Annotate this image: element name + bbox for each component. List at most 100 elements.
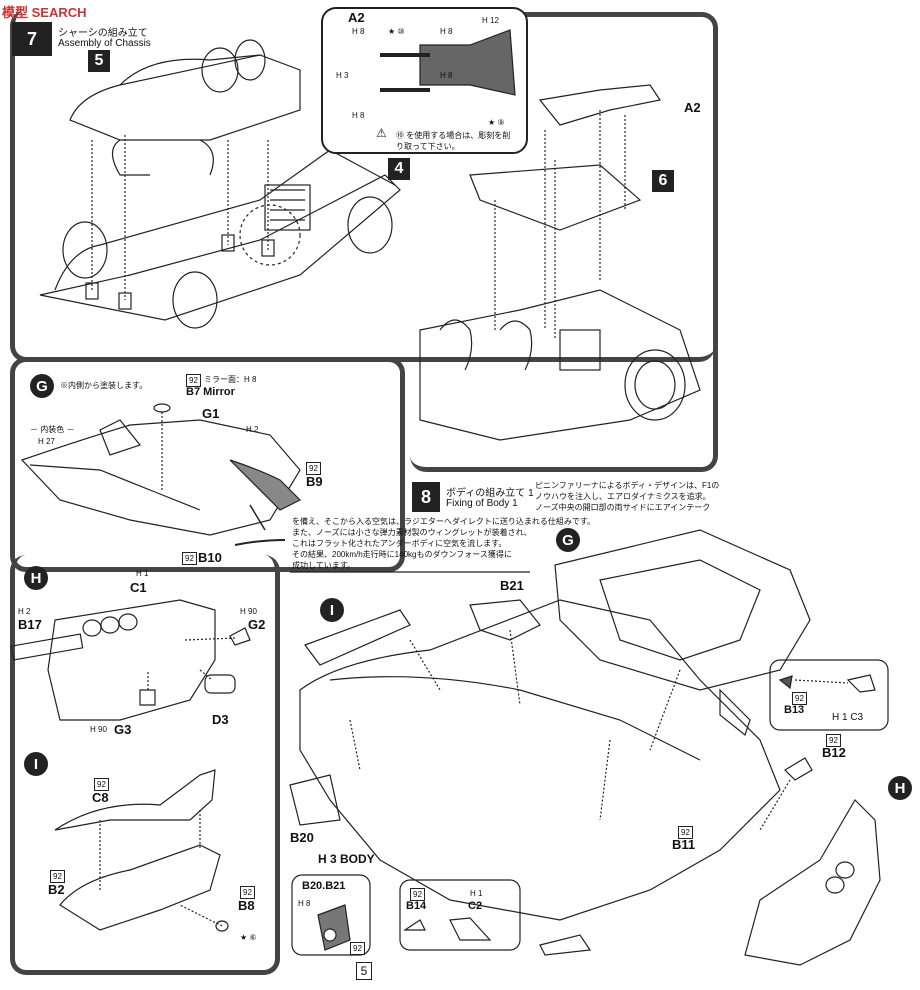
b21-part <box>469 599 541 641</box>
callout-6: 6 <box>652 170 674 192</box>
b17-plate <box>10 633 84 661</box>
c8-code: 92 <box>94 778 109 791</box>
cockpit-tub <box>69 54 301 141</box>
callout-4: 4 <box>388 158 410 180</box>
paint-h3: H 3 <box>336 71 349 80</box>
c8-part <box>54 769 216 831</box>
rear-chassis <box>419 289 701 441</box>
b12-code: 92 <box>826 734 841 747</box>
mirror-text: ミラー面：H 8 <box>204 375 257 384</box>
step8-callout-i: I <box>320 598 344 622</box>
section-i-marker: I <box>24 752 48 776</box>
rear-wheel <box>624 349 686 421</box>
paint-h8-b: H 8 <box>440 27 453 36</box>
b20-part <box>289 774 341 826</box>
star6: ★ ⑥ <box>240 933 257 942</box>
step8-desc-2: ノーズ中央の開口部の両サイドにエアインテーク <box>535 503 711 512</box>
b8-code: 92 <box>240 886 255 899</box>
step6-frame <box>410 12 718 472</box>
b11-code: 92 <box>678 826 693 839</box>
step8-desc-6: その結果、200km/h走行時に140kgものダウンフォース獲得に <box>292 550 512 559</box>
b9-label: B9 <box>306 474 323 489</box>
step8-callout-h: H <box>888 776 912 800</box>
b20-b21-inset-title: B20.B21 <box>302 880 346 892</box>
step8-callout-g: G <box>556 528 580 552</box>
inset-92: 92 <box>350 942 365 955</box>
step8-number: 8 <box>412 482 440 512</box>
engine-block <box>264 184 311 231</box>
c2-code: H 1 <box>470 889 483 898</box>
star10-a: ★ ⑩ <box>388 27 405 36</box>
g2-part <box>229 627 251 646</box>
b2-part <box>59 844 221 931</box>
i-part <box>304 609 411 666</box>
b11-label: B11 <box>672 837 696 852</box>
b14-c2-inset-box <box>399 879 521 951</box>
b14-label: B14 <box>406 900 427 912</box>
step7-title-en: Assembly of Chassis <box>58 38 151 49</box>
car-body <box>299 599 781 921</box>
step8-title-en: Fixing of Body 1 <box>446 498 518 509</box>
c1-label: C1 <box>130 580 147 595</box>
star9: ★ ⑨ <box>488 118 505 127</box>
g3-code: H 90 <box>90 725 107 734</box>
h-rear-part <box>744 799 881 966</box>
engine-lid-g1 <box>20 419 301 536</box>
step8-desc-7: 成功しています。 <box>292 561 355 570</box>
step8-desc-0: ピニンファリーナによるボディ・デザインは、F1の <box>535 481 720 490</box>
c8-label: C8 <box>92 790 109 805</box>
body-label: H 3 BODY <box>318 852 375 866</box>
g1-label: G1 <box>202 406 220 421</box>
step7-number: 7 <box>12 22 52 56</box>
callout-5: 5 <box>88 50 110 72</box>
b20-label: B20 <box>290 830 314 845</box>
wheel-fr <box>172 271 218 329</box>
g2-label: G2 <box>248 617 266 632</box>
h-h2-label: H 2 <box>18 607 31 616</box>
interior-color-label: － 内装色 － <box>30 425 75 434</box>
b2-code: 92 <box>50 870 65 883</box>
step7-title-jp: シャーシの組み立て <box>58 28 148 39</box>
sectionG-frame <box>10 357 405 572</box>
warning-text: ⑩ を使用する場合は、彫刻を削り取って下さい。 <box>396 131 511 151</box>
step8-desc-1: ノウハウを注入し、エアロダイナミクスを追求。 <box>535 492 711 501</box>
g-note: ※内側から塗装します。 <box>60 381 148 390</box>
b12-part <box>784 757 813 781</box>
b12-label: B12 <box>822 745 846 760</box>
b10-label: B10 <box>198 550 222 565</box>
a2-inset-title: A2 <box>348 10 365 25</box>
g-engine-lid <box>554 529 811 691</box>
watermark: 模型 SEARCH <box>2 5 87 20</box>
g3-part <box>139 689 156 706</box>
step8-title-jp: ボディの組み立て 1 <box>446 488 534 499</box>
g-h2-label: H 2 <box>246 425 259 434</box>
inset-h8: H 8 <box>298 899 311 908</box>
b13-label: B13 <box>784 704 805 716</box>
h27-label: H 27 <box>38 437 55 446</box>
paint-h8-a: H 8 <box>352 27 365 36</box>
b8-label: B8 <box>238 898 255 913</box>
c2-label: C2 <box>468 900 483 912</box>
page-number: 5 <box>356 962 372 980</box>
rear-diffuser-c1 <box>47 599 216 721</box>
warning-icon: ⚠ <box>376 126 387 140</box>
b9-code: 92 <box>306 462 321 475</box>
d3-label: D3 <box>212 712 229 727</box>
b2-label: B2 <box>48 882 65 897</box>
g3-label: G3 <box>114 722 132 737</box>
step8-desc-3: を備え、そこから入る空気は、ラジエターへダイレクトに送り込まれる仕組みです。 <box>292 517 596 526</box>
wheel-fl <box>62 221 108 279</box>
section-h-marker: H <box>24 566 48 590</box>
paint-h8-d: H 8 <box>352 111 365 120</box>
wheel-rr <box>347 196 393 254</box>
b17-label: B17 <box>18 617 42 632</box>
b13-code: 92 <box>792 692 807 705</box>
c3-label: H 1 C3 <box>832 712 864 723</box>
b20-b21-inset-box <box>291 874 371 956</box>
step8-desc-5: これはフラット化されたアンダーボディに空気を流します。 <box>292 539 507 548</box>
b14-c2-part <box>539 934 592 956</box>
b10-code: 92 <box>182 552 197 565</box>
section-g-marker: G <box>30 374 54 398</box>
step8-desc-4: また、ノーズには小さな弾力素材製のウィングレットが装着され、 <box>292 528 532 537</box>
